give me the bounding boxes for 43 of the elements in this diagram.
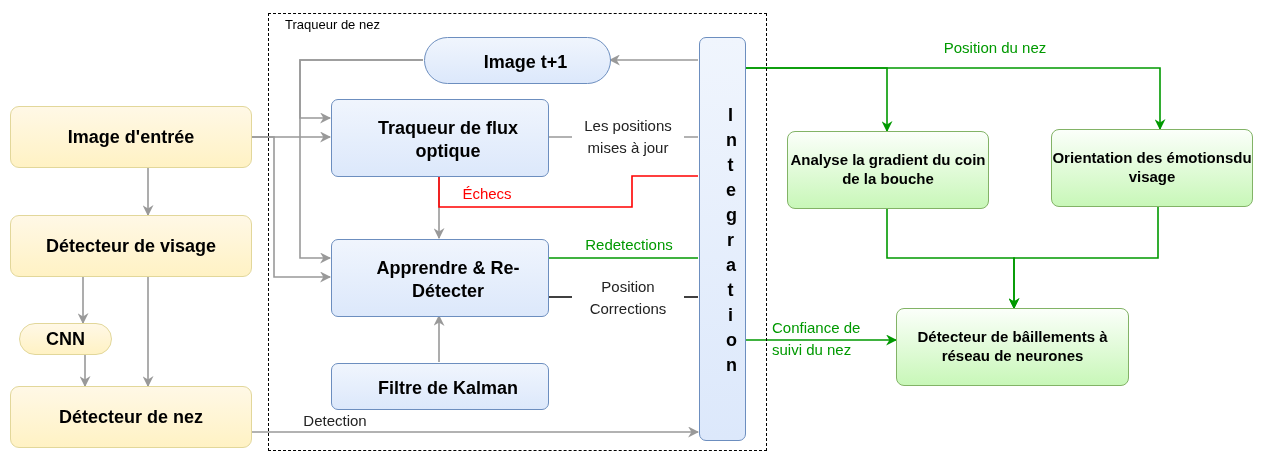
connector-arrow — [251, 426, 700, 438]
process-box — [331, 239, 549, 317]
edge-label: Redetections — [584, 235, 674, 255]
node-label: Détecteur de visage — [45, 234, 217, 258]
process-box — [10, 215, 252, 277]
node-label: Orientation des émotionsdu visage — [1052, 149, 1252, 187]
connector-arrow — [77, 276, 89, 325]
group-title: Traqueur de nez — [285, 17, 380, 34]
node-label: Apprendre & Re-Détecter — [375, 257, 521, 302]
connector-arrow — [79, 354, 91, 388]
edge-label: Detection — [302, 411, 368, 431]
edge-label: Confiance de suivi du nez — [772, 318, 862, 360]
node-label: Analyse la gradient du coin de la bouche — [789, 151, 987, 189]
connector-arrow — [142, 276, 154, 388]
node-label: Image t+1 — [483, 50, 568, 74]
process-box — [331, 363, 549, 410]
edge-label: Échecs — [461, 184, 513, 204]
process-box — [896, 308, 1129, 386]
node-label: Traqueur de flux optique — [377, 117, 519, 162]
connector-arrow — [299, 59, 424, 264]
connector-line — [547, 257, 699, 259]
group-frame — [268, 13, 767, 451]
node-label: Filtre de Kalman — [377, 376, 518, 400]
node-label: Integration — [726, 104, 735, 377]
process-box — [699, 37, 746, 441]
edge-label: Position du nez — [942, 38, 1048, 58]
connector-arrow — [251, 136, 332, 283]
connector-arrow — [1008, 206, 1159, 310]
connector-line — [438, 175, 699, 208]
connector-arrow — [744, 334, 898, 346]
node-label: Détecteur de bâillements à réseau de neurones — [916, 328, 1109, 366]
node-label: Détecteur de nez — [58, 405, 203, 429]
node-label: CNN — [46, 327, 85, 351]
connector-arrow — [142, 167, 154, 217]
process-box — [331, 99, 549, 177]
process-box — [10, 106, 252, 168]
node-label: Image d'entrée — [67, 125, 195, 149]
connector-arrow — [744, 67, 1166, 131]
process-box — [1051, 129, 1253, 207]
process-box — [10, 386, 252, 448]
process-box — [787, 131, 989, 209]
terminal-pill — [19, 323, 112, 355]
terminal-pill — [424, 37, 611, 84]
